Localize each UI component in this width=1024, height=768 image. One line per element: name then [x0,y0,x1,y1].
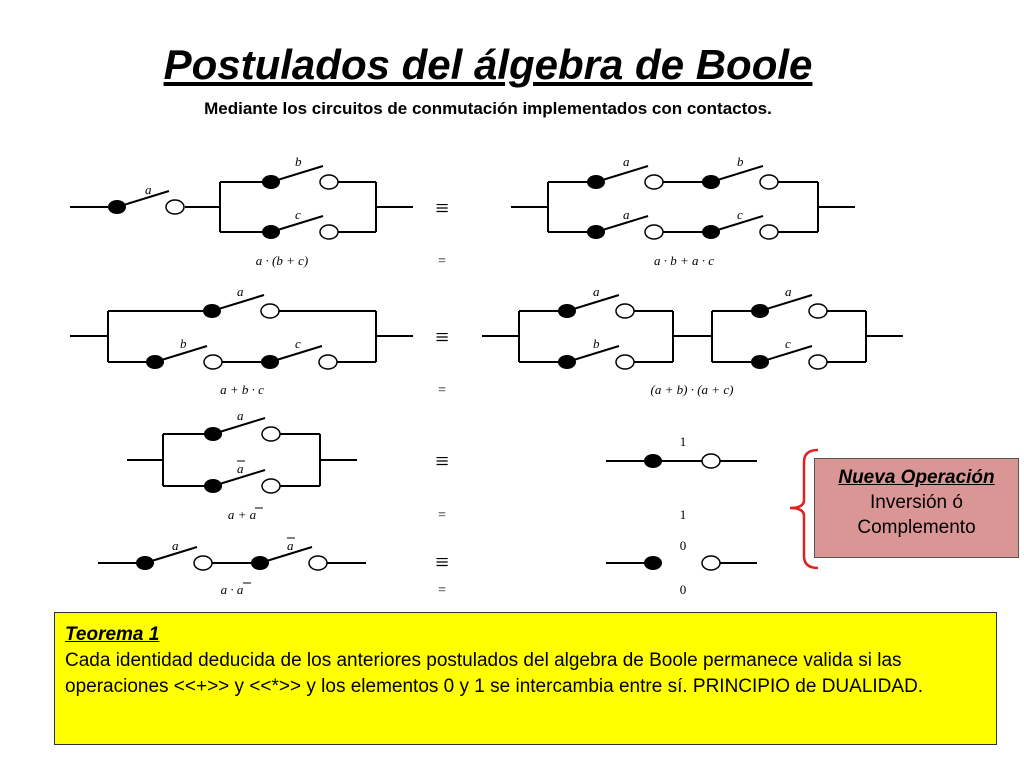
theorem-text: Cada identidad deducida de los anteriore… [65,650,924,697]
equivalence-symbol: ≡ [435,449,449,475]
expression-left: a · a [221,582,244,597]
label-a: a [623,207,630,222]
label-a: a [145,182,152,197]
row2-left-circuit [70,310,413,363]
label-a: a [237,408,244,423]
label-b: b [593,336,600,351]
expression-left: a + b · c [220,382,264,397]
label-a: a [623,154,630,169]
label-b: b [737,154,744,169]
equals-symbol: = [438,583,446,598]
expression-right: a · b + a · c [654,253,714,268]
label-one: 1 [680,434,687,449]
equals-symbol: = [438,383,446,398]
label-a: a [593,284,600,299]
note-box: Nueva Operación Inversión ó Complemento [814,458,1019,558]
label-c: c [737,207,743,222]
equivalence-symbol: ≡ [435,325,449,351]
label-b: b [180,336,187,351]
note-title: Nueva Operación [838,467,995,488]
row1-left-circuit [70,181,413,233]
page-title: Postulados del álgebra de Boole [163,41,813,88]
row1-right-circuit [511,181,855,233]
switch-a [586,165,664,190]
label-a: a [172,538,179,553]
closed-contact [644,556,662,570]
label-a: a [785,284,792,299]
label-c: c [295,207,301,222]
row3-left-circuit [127,433,357,487]
switch-b [701,165,779,190]
open-contact [701,453,721,469]
equivalence-symbol: ≡ [435,196,449,222]
label-c: c [785,336,791,351]
switching-circuits-diagram: a b c a · (b + c) ≡ = a b a c a · b + a … [70,154,903,598]
open-contact [701,555,721,571]
expression-right: (a + b) · (a + c) [651,382,734,397]
equivalence-symbol: ≡ [435,550,449,576]
switch-b [261,165,339,190]
closed-contact [644,454,662,468]
expression-right: 1 [680,507,687,522]
note-line: Complemento [857,517,976,538]
equals-symbol: = [438,508,446,523]
expression-left: a + a [228,507,257,522]
label-c: c [295,336,301,351]
equals-symbol: = [438,254,446,269]
theorem-box: Teorema 1 Cada identidad deducida de los… [54,612,997,745]
label-a-complement: a [287,538,294,553]
expression-left: a · (b + c) [256,253,308,268]
page-subtitle: Mediante los circuitos de conmutación im… [204,99,772,118]
label-a: a [237,284,244,299]
note-line: Inversión ó [870,492,963,513]
label-a-complement: a [237,461,244,476]
curly-bracket [789,448,819,570]
label-b: b [295,154,302,169]
label-zero: 0 [680,538,687,553]
expression-right: 0 [680,582,687,597]
row2-right-circuit [482,310,903,363]
theorem-title: Teorema 1 [65,624,160,645]
